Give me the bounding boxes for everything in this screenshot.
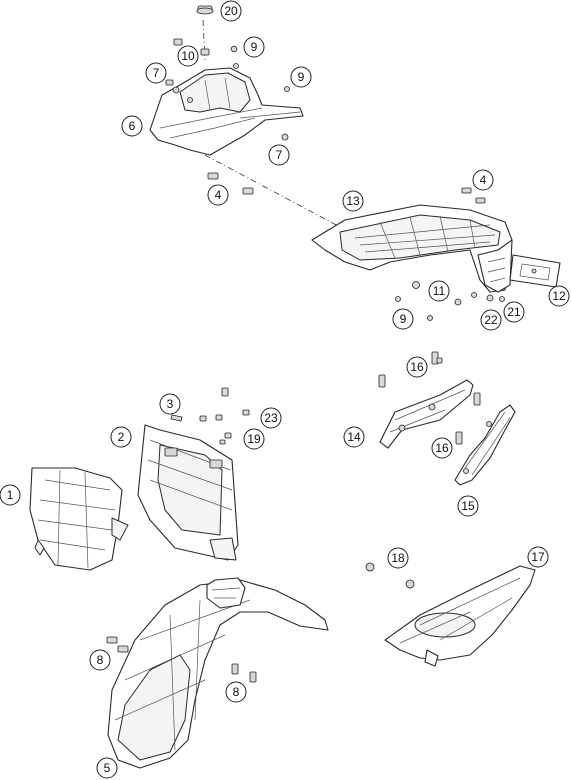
- svg-text:1: 1: [7, 488, 14, 502]
- svg-text:23: 23: [264, 411, 278, 425]
- hardware-group-bracket: [170, 387, 250, 445]
- svg-text:8: 8: [233, 685, 240, 699]
- number-plate-bracket-left: [378, 351, 481, 449]
- callout-7b: 7: [268, 144, 290, 166]
- headlight-mask: [29, 467, 129, 571]
- callout-15: 15: [457, 495, 479, 517]
- callout-16a: 16: [406, 356, 428, 378]
- svg-text:8: 8: [97, 653, 104, 667]
- svg-text:15: 15: [461, 499, 475, 513]
- svg-text:5: 5: [104, 761, 111, 775]
- callout-9c: 9: [392, 308, 414, 330]
- svg-text:9: 9: [251, 40, 258, 54]
- svg-text:19: 19: [247, 432, 261, 446]
- callout-8a: 8: [89, 649, 111, 671]
- svg-text:18: 18: [391, 551, 405, 565]
- callout-9a: 9: [243, 36, 265, 58]
- tank-cover-panel: [365, 562, 536, 667]
- callout-21: 21: [503, 301, 525, 323]
- callout-12: 12: [548, 285, 570, 307]
- svg-text:12: 12: [552, 289, 566, 303]
- callout-18: 18: [387, 547, 409, 569]
- callout-11: 11: [428, 280, 450, 302]
- callout-3: 3: [159, 393, 181, 415]
- svg-text:17: 17: [531, 550, 545, 564]
- callout-7a: 7: [145, 62, 167, 84]
- reflector-plate: [509, 254, 561, 288]
- front-fender: [106, 577, 329, 769]
- headlight-bracket: [137, 424, 239, 561]
- svg-text:7: 7: [276, 148, 283, 162]
- svg-text:3: 3: [167, 397, 174, 411]
- svg-text:2: 2: [118, 430, 125, 444]
- svg-text:16: 16: [435, 441, 449, 455]
- callout-2: 2: [110, 426, 132, 448]
- svg-text:4: 4: [215, 188, 222, 202]
- svg-text:13: 13: [346, 194, 360, 208]
- svg-text:11: 11: [433, 284, 446, 298]
- assembly-leader-line: [204, 154, 356, 236]
- callout-19: 19: [243, 428, 265, 450]
- callout-20: 20: [220, 0, 242, 22]
- svg-text:22: 22: [484, 313, 498, 327]
- svg-text:7: 7: [153, 66, 160, 80]
- callout-22: 22: [480, 309, 502, 331]
- callout-6: 6: [121, 115, 143, 137]
- svg-text:20: 20: [224, 4, 238, 18]
- callout-8b: 8: [225, 681, 247, 703]
- callout-10: 10: [177, 45, 199, 67]
- callout-4b: 4: [472, 169, 494, 191]
- svg-text:6: 6: [129, 119, 136, 133]
- callout-1: 1: [0, 484, 21, 506]
- callout-16b: 16: [431, 437, 453, 459]
- svg-text:9: 9: [298, 70, 305, 84]
- svg-text:10: 10: [181, 49, 195, 63]
- svg-text:16: 16: [410, 360, 424, 374]
- svg-text:21: 21: [507, 305, 521, 319]
- callout-5: 5: [96, 757, 118, 779]
- number-plate-bracket-right: [454, 404, 516, 486]
- svg-text:9: 9: [400, 312, 407, 326]
- rear-subframe-bracket: [149, 67, 304, 156]
- callout-17: 17: [527, 546, 549, 568]
- callout-9b: 9: [290, 66, 312, 88]
- rear-luggage-carrier: [311, 187, 513, 321]
- callout-4a: 4: [207, 184, 229, 206]
- callout-23: 23: [260, 407, 282, 429]
- callout-13: 13: [342, 190, 364, 212]
- svg-text:14: 14: [347, 430, 361, 444]
- svg-text:4: 4: [480, 173, 487, 187]
- callout-14: 14: [343, 426, 365, 448]
